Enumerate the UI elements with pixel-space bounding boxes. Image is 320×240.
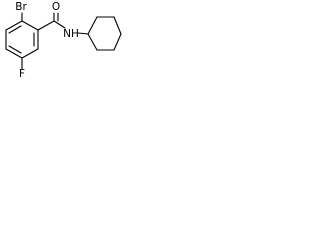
atom-label-nh: NH bbox=[63, 28, 79, 40]
bond-ring-6 bbox=[5, 20, 23, 31]
bond-ring-6-inner bbox=[8, 25, 22, 34]
chemical-structure: Br O NH F bbox=[5, 1, 122, 80]
atom-label-f: F bbox=[19, 68, 25, 80]
bond-cy-4 bbox=[113, 33, 122, 51]
bond-c-n bbox=[53, 20, 66, 29]
bond-cy-6 bbox=[87, 33, 98, 51]
bond-ring-carbonyl bbox=[37, 20, 55, 31]
atom-label-br: Br bbox=[15, 1, 27, 13]
bond-n-cyclohexyl bbox=[77, 32, 89, 35]
atom-label-o: O bbox=[52, 1, 60, 13]
bond-cy-1 bbox=[87, 16, 98, 35]
bond-ring-1 bbox=[21, 20, 39, 31]
bond-ring-4-inner bbox=[8, 45, 22, 54]
bond-ring-3 bbox=[21, 48, 39, 59]
bond-ring-4 bbox=[5, 48, 23, 59]
bond-cy-3 bbox=[113, 16, 122, 35]
